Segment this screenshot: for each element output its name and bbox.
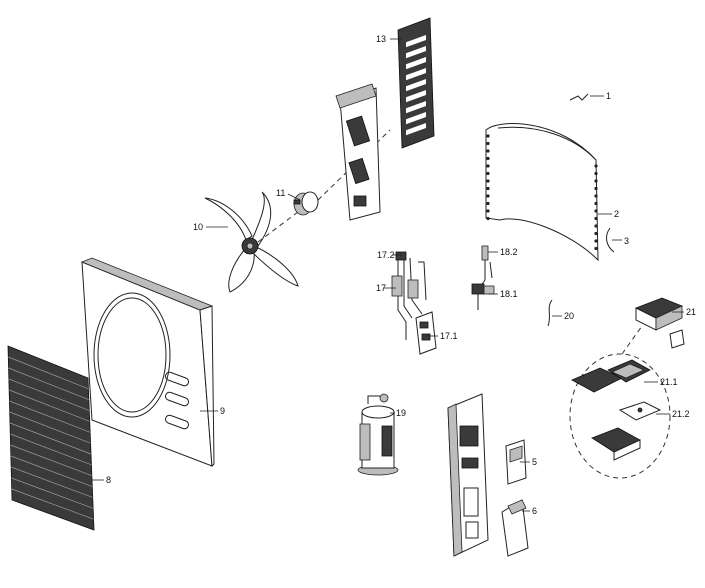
part-1-wire <box>569 93 589 101</box>
motor-bracket <box>335 83 381 221</box>
callout-18-1: 18.1 <box>500 289 518 299</box>
part-21-2-board <box>618 401 662 421</box>
callout-17-2: 17.2 <box>377 250 395 260</box>
callout-3: 3 <box>624 236 629 246</box>
callout-17: 17 <box>376 283 386 293</box>
callout-8: 8 <box>106 475 111 485</box>
callout-20: 20 <box>564 311 574 321</box>
callout-9: 9 <box>220 406 225 416</box>
callout-2: 2 <box>614 209 619 219</box>
part-2-condenser-coil <box>485 123 599 262</box>
part-9-front-panel <box>80 257 215 468</box>
part-17-valve-assembly <box>391 251 437 355</box>
callout-1: 1 <box>606 91 611 101</box>
callout-21: 21 <box>686 307 696 317</box>
part-21-1-pcb <box>571 359 651 393</box>
callout-13: 13 <box>376 34 386 44</box>
part-5-cover <box>505 439 527 485</box>
callout-5: 5 <box>532 457 537 467</box>
part-21-control-box <box>635 297 685 349</box>
partition-panel <box>447 393 489 557</box>
subassembly-enclosure <box>569 353 671 479</box>
callout-10: 10 <box>193 222 203 232</box>
part-18-valve <box>471 245 495 310</box>
part-13-side-grille <box>397 17 435 149</box>
subassembly-link <box>621 325 643 355</box>
callout-17-1: 17.1 <box>440 331 458 341</box>
part-20-wire <box>547 299 553 327</box>
part-3-clip <box>606 227 615 253</box>
part-11-fan-motor <box>293 191 319 216</box>
callout-6: 6 <box>532 506 537 516</box>
callout-19: 19 <box>396 408 406 418</box>
part-6-box-cover <box>501 499 529 557</box>
control-box-base <box>591 427 641 461</box>
callout-11: 11 <box>276 188 285 198</box>
part-8-front-grille <box>7 345 95 531</box>
part-10-fan-blade <box>204 191 299 293</box>
callout-21-1: 21.1 <box>660 377 678 387</box>
callout-18-2: 18.2 <box>500 247 518 257</box>
leader-lines <box>92 38 684 512</box>
part-19-compressor <box>357 393 399 476</box>
callout-21-2: 21.2 <box>672 409 690 419</box>
